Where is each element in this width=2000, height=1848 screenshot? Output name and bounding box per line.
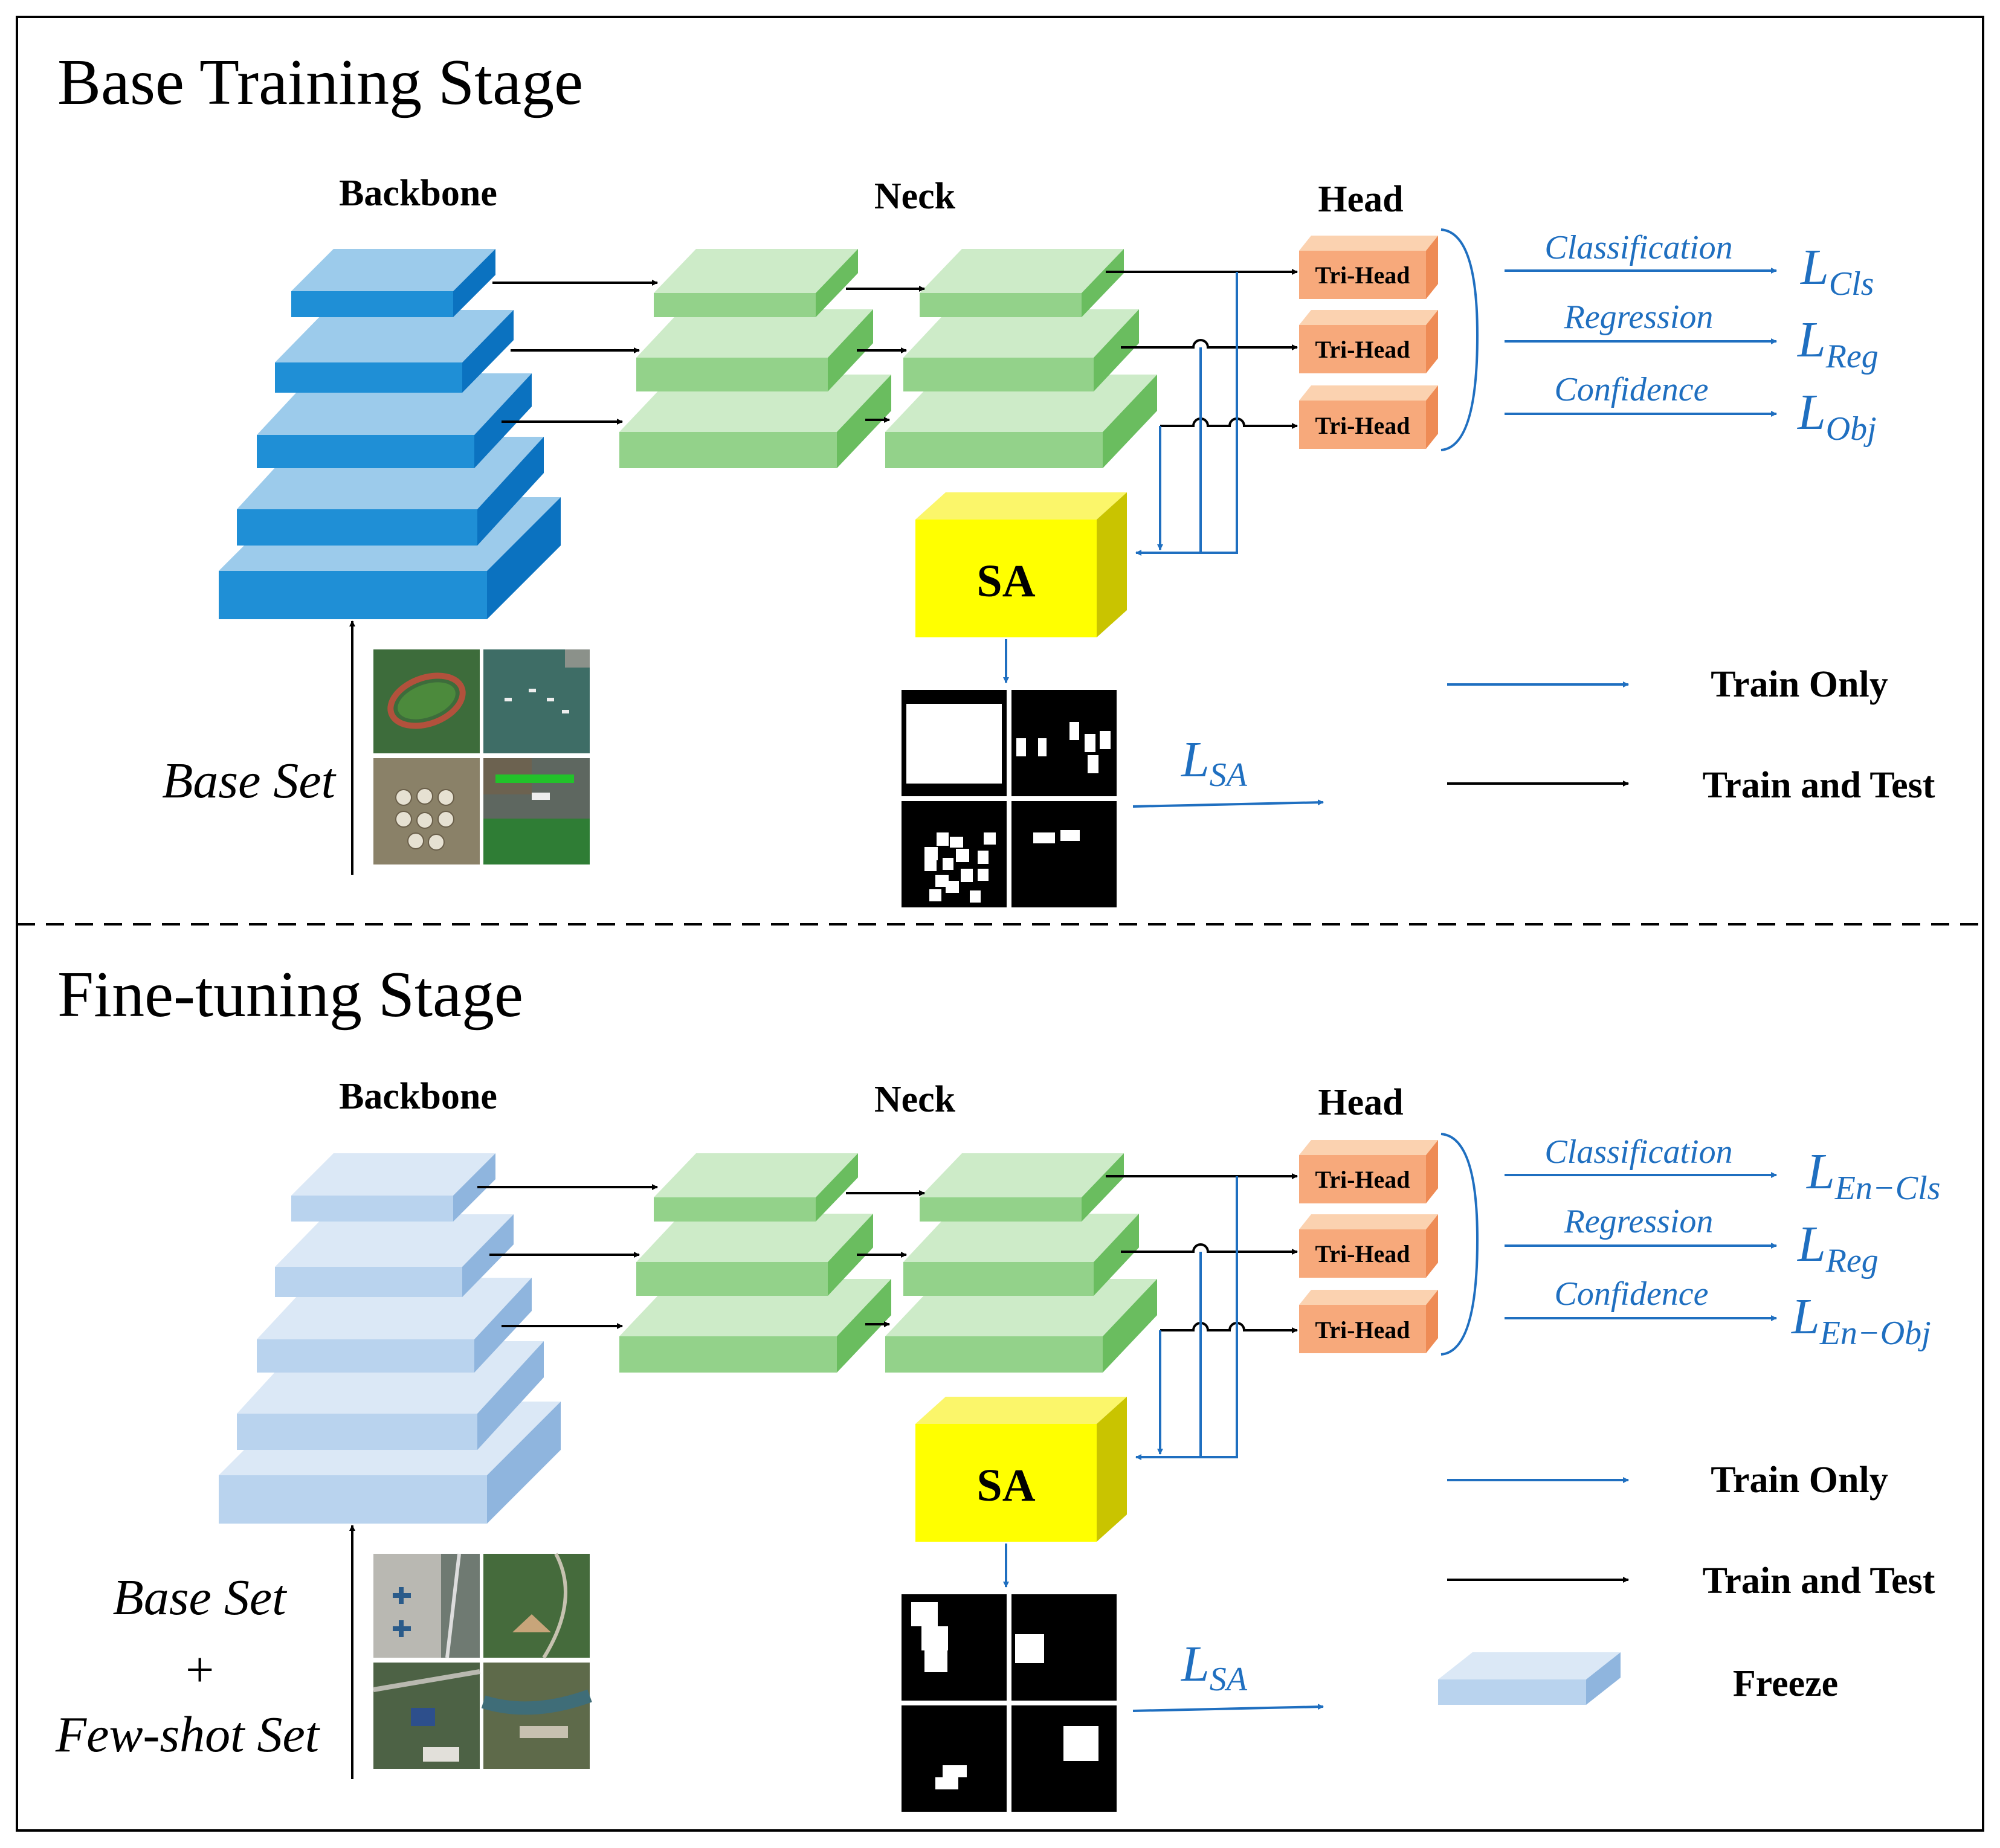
neck-layer <box>920 249 1124 317</box>
neck-layer <box>654 249 858 317</box>
output-classification: Classification <box>1544 1133 1732 1171</box>
loss-obj: LObj <box>1797 384 1877 448</box>
neck-layer <box>920 1153 1124 1222</box>
head-outputs <box>1505 268 1777 417</box>
tri-head-block: Tri-Head <box>1299 1140 1438 1203</box>
tri-head-block: Tri-Head <box>1299 1290 1438 1353</box>
backbone-layer <box>291 249 495 317</box>
loss-en-obj: LEn−Obj <box>1791 1289 1931 1352</box>
sample-image <box>373 758 480 864</box>
loss-sa: LSA <box>1181 732 1248 794</box>
legend-train-only: Train Only <box>1711 664 1888 705</box>
sample-image <box>483 1554 590 1658</box>
train-only-arrows-to-sa <box>1003 272 1238 683</box>
head-outputs <box>1505 1172 1777 1321</box>
sample-image <box>483 1663 590 1769</box>
tri-head-block: Tri-Head <box>1299 385 1438 449</box>
train-only-arrows-to-sa <box>1003 1176 1238 1588</box>
mask-image <box>1011 801 1117 907</box>
output-confidence: Confidence <box>1554 371 1708 408</box>
head-bracket <box>1440 228 1479 451</box>
tri-head-label: Tri-Head <box>1315 262 1410 289</box>
tri-head-block: Tri-Head <box>1299 236 1438 299</box>
mask-image <box>1011 690 1117 796</box>
output-confidence: Confidence <box>1554 1275 1708 1313</box>
output-classification: Classification <box>1544 229 1732 266</box>
stage-fine-tuning: Fine-tuning Stage Backbone Neck Head Tri… <box>55 959 1940 1812</box>
sa-mask-grid <box>900 1593 1118 1812</box>
input-image-grid <box>373 1553 592 1769</box>
tri-head-block: Tri-Head <box>1299 1214 1438 1278</box>
neck-label: Neck <box>874 1079 956 1120</box>
head-bracket <box>1440 1133 1479 1356</box>
backbone-label: Backbone <box>339 1076 497 1117</box>
tri-head-label: Tri-Head <box>1315 336 1410 363</box>
input-set-label-line2: Few-shot Set <box>55 1707 321 1763</box>
tri-head-label: Tri-Head <box>1315 1240 1410 1267</box>
input-image-grid <box>373 649 590 864</box>
sa-loss-arrow <box>1132 1704 1324 1712</box>
backbone-layer <box>275 310 514 393</box>
tri-head-label: Tri-Head <box>1315 412 1410 439</box>
output-regression: Regression <box>1564 298 1714 336</box>
mask-image <box>902 1705 1007 1812</box>
neck-column-2 <box>885 1153 1157 1373</box>
input-set-label-line1: Base Set <box>113 1570 288 1626</box>
neck-label: Neck <box>874 176 956 217</box>
legend-train-and-test: Train and Test <box>1703 765 1935 806</box>
backbone-stack <box>219 249 561 619</box>
loss-en-cls: LEn−Cls <box>1806 1144 1940 1207</box>
output-regression: Regression <box>1564 1203 1714 1240</box>
neck-layer <box>636 1214 873 1296</box>
loss-sa: LSA <box>1181 1636 1248 1698</box>
legend-train-and-test: Train and Test <box>1703 1560 1935 1602</box>
legend-freeze: Freeze <box>1733 1663 1838 1704</box>
tri-head-label: Tri-Head <box>1315 1166 1410 1193</box>
tri-head-label: Tri-Head <box>1315 1316 1410 1344</box>
stage-base-training: Base Training Stage Backbone Neck Head T <box>57 47 1935 907</box>
loss-cls: LCls <box>1800 239 1874 303</box>
input-set-label-plus: + <box>182 1642 217 1698</box>
sa-cube: SA <box>915 1397 1127 1542</box>
legend: Train Only Train and Test <box>1447 664 1935 806</box>
neck-layer <box>636 309 873 391</box>
neck-layer <box>654 1153 858 1222</box>
loss-reg: LReg <box>1797 312 1879 375</box>
neck-column-1 <box>619 1153 891 1373</box>
loss-reg: LReg <box>1797 1216 1879 1280</box>
neck-layer <box>903 1214 1139 1296</box>
sa-label: SA <box>976 556 1035 607</box>
head-label: Head <box>1318 179 1403 220</box>
backbone-layer <box>291 1153 495 1222</box>
stage-title: Base Training Stage <box>57 47 583 118</box>
freeze-swatch <box>1438 1652 1621 1705</box>
neck-column-2 <box>885 249 1157 468</box>
sa-cube: SA <box>915 492 1127 637</box>
train-and-test-arrows <box>492 269 1298 429</box>
train-and-test-arrows <box>477 1173 1298 1333</box>
sa-mask-grid <box>900 689 1118 907</box>
legend: Train Only Train and Test Freeze <box>1438 1460 1935 1705</box>
backbone-layer <box>275 1214 514 1297</box>
neck-layer <box>903 309 1139 391</box>
tri-head-block: Tri-Head <box>1299 310 1438 373</box>
backbone-label: Backbone <box>339 173 497 214</box>
backbone-stack-frozen <box>219 1153 561 1524</box>
stage-title: Fine-tuning Stage <box>57 959 523 1031</box>
sa-label: SA <box>976 1460 1035 1511</box>
head-label: Head <box>1318 1082 1403 1123</box>
input-set-label: Base Set <box>162 753 337 809</box>
neck-column-1 <box>619 249 891 468</box>
sa-loss-arrow <box>1132 799 1324 808</box>
legend-train-only: Train Only <box>1711 1460 1888 1501</box>
